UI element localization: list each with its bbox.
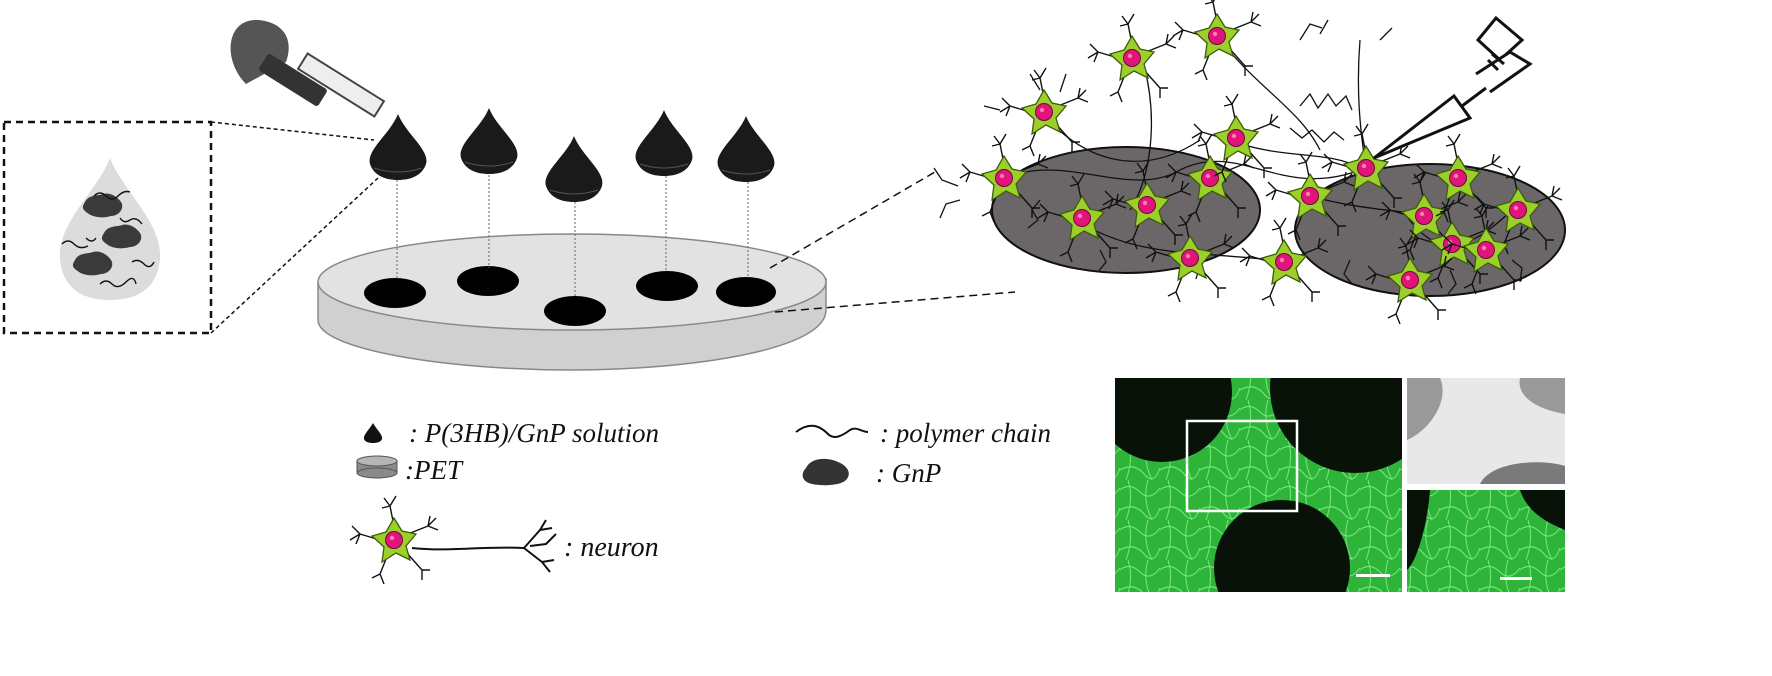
droplet-inset bbox=[2, 120, 213, 335]
legend-droplet-label: : P(3HB)/GnP solution bbox=[409, 418, 659, 448]
legend-pet-label: :PET bbox=[405, 455, 464, 485]
zoomed-fluorescence-inset bbox=[1407, 490, 1565, 592]
legend-polymer-label: : polymer chain bbox=[880, 418, 1051, 448]
pet-substrate bbox=[317, 233, 827, 371]
pipette-icon bbox=[230, 19, 386, 118]
scale-bar-inset bbox=[1500, 577, 1532, 580]
droplet-legend-icon bbox=[363, 423, 383, 443]
neuron-icon bbox=[349, 495, 557, 585]
polymer-chains-in-drop bbox=[61, 190, 155, 288]
brightfield-inset bbox=[1407, 378, 1565, 484]
electrode-icon bbox=[1373, 15, 1533, 160]
gnp-flake-icon bbox=[802, 458, 849, 486]
neural-culture bbox=[933, 0, 1566, 325]
droplets bbox=[369, 107, 775, 296]
polymer-chain-icon bbox=[795, 424, 869, 438]
fluorescence-micrograph bbox=[1115, 378, 1402, 592]
scale-bar bbox=[1356, 574, 1390, 577]
pet-disc-icon bbox=[356, 455, 398, 479]
legend: : P(3HB)/GnP solution :PET : polymer cha… bbox=[349, 418, 1051, 585]
legend-neuron-label: : neuron bbox=[564, 532, 659, 563]
zoom-box bbox=[1185, 419, 1299, 513]
legend-gnp-label: : GnP bbox=[876, 458, 941, 488]
